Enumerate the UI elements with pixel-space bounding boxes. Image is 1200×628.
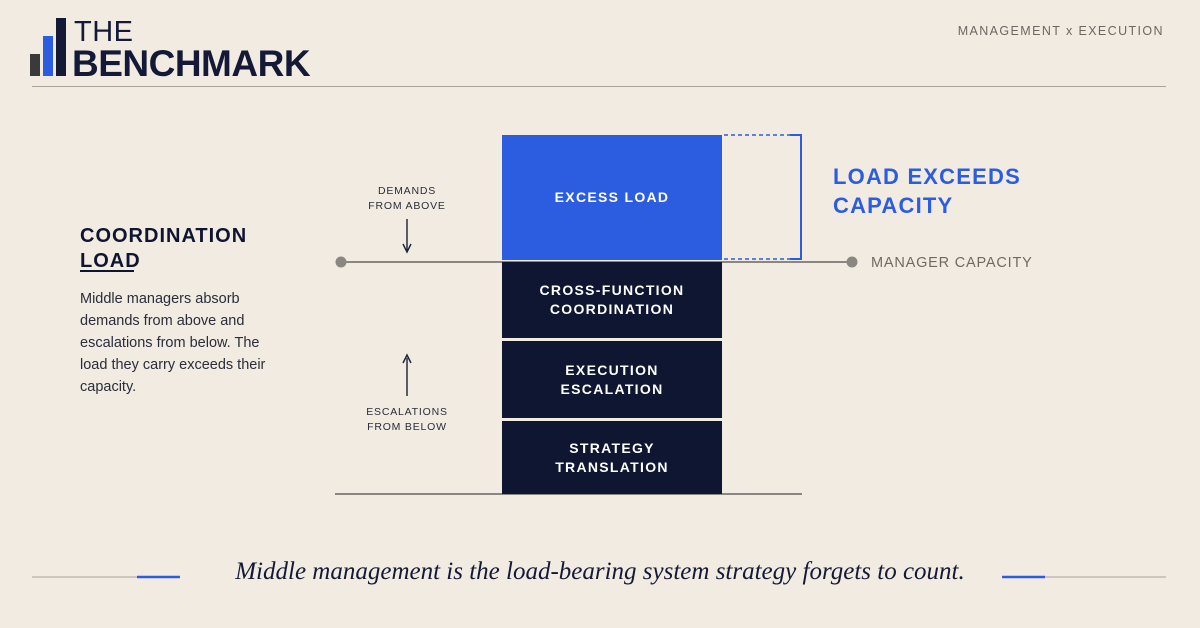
section-title: COORDINATION LOAD [80, 224, 280, 274]
exceeds-label-line2: CAPACITY [833, 193, 954, 218]
manager-capacity-label: MANAGER CAPACITY [871, 255, 1033, 271]
brand-logo: THE BENCHMARK [30, 16, 320, 84]
exceeds-label-line1: LOAD EXCEEDS [833, 164, 1021, 189]
block-cross-function-coordination: CROSS-FUNCTION COORDINATION [502, 262, 722, 338]
block-exec-line2: ESCALATION [560, 380, 664, 397]
logo-benchmark: BENCHMARK [72, 43, 311, 84]
capacity-line-start-dot [335, 256, 347, 268]
overflow-bracket [790, 134, 802, 260]
block-cross-line1: CROSS-FUNCTION [539, 282, 685, 298]
escalations-from-below-label: ESCALATIONS FROM BELOW [352, 405, 462, 435]
escalations-label-line2: FROM BELOW [367, 421, 447, 433]
down-arrow-icon [402, 243, 412, 254]
section-body: Middle managers absorb demands from abov… [80, 291, 266, 395]
section-kicker: MANAGEMENT x EXECUTION [957, 24, 1164, 38]
title-underline [80, 270, 134, 272]
block-execution-escalation: EXECUTION ESCALATION [502, 341, 722, 418]
section-title-line1: COORDINATION [80, 225, 248, 247]
block-excess-load: EXCESS LOAD [502, 135, 722, 260]
block-strategy-translation: STRATEGY TRANSLATION [502, 421, 722, 494]
block-excess-load-line1: EXCESS LOAD [554, 189, 670, 205]
block-strat-line1: STRATEGY [569, 439, 655, 456]
demands-label-line2: FROM ABOVE [368, 200, 446, 212]
load-exceeds-capacity-label: LOAD EXCEEDS CAPACITY [833, 162, 1073, 220]
escalations-label-line1: ESCALATIONS [366, 406, 448, 418]
section-title-line2: LOAD [80, 250, 141, 272]
block-strat-line2: TRANSLATION [555, 458, 669, 475]
bar-chart-logo-icon [30, 18, 70, 76]
footer-quote: Middle management is the load-bearing sy… [235, 558, 965, 585]
demands-label-line1: DEMANDS [377, 185, 437, 197]
block-exec-line1: EXECUTION [565, 361, 659, 378]
demands-from-above-label: DEMANDS FROM ABOVE [352, 184, 462, 214]
logo-the: THE [74, 16, 134, 48]
capacity-line-end-dot [846, 256, 858, 268]
header-divider [32, 86, 1166, 87]
up-arrow-icon [402, 353, 412, 364]
block-cross-line2: COORDINATION [549, 301, 675, 317]
